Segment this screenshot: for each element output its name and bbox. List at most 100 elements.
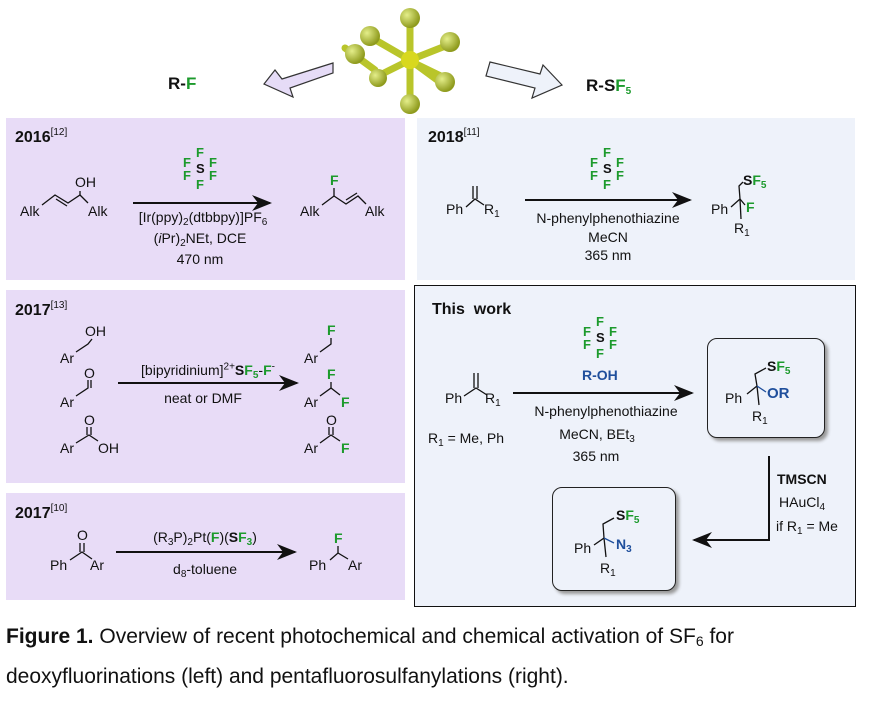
t: 2 xyxy=(180,238,186,249)
atom: Ar xyxy=(348,557,362,573)
t: 1 xyxy=(495,398,501,409)
t: 8 xyxy=(180,569,187,580)
year-2016: 2016[12] xyxy=(15,127,68,146)
t: S xyxy=(767,358,777,374)
atom: Alk xyxy=(88,203,108,219)
t: = Me, Ph xyxy=(443,430,504,446)
atom: Ar xyxy=(60,440,74,456)
atom: OH xyxy=(75,174,96,190)
azide-group: N3 xyxy=(616,536,632,555)
f: F xyxy=(590,168,598,183)
atom: R1 xyxy=(734,220,750,239)
reagent-tmscn: TMSCN xyxy=(777,471,827,487)
t: F xyxy=(238,529,247,545)
t: F xyxy=(625,507,634,523)
f: F xyxy=(596,314,604,329)
solvent: MeCN, BEt3 xyxy=(559,426,635,445)
f: F xyxy=(609,324,617,339)
label-sub: 5 xyxy=(625,86,632,97)
t: 5 xyxy=(252,370,259,381)
atom: Ar xyxy=(304,350,318,366)
atom: F xyxy=(334,530,343,546)
alkoxy-group: OR xyxy=(767,385,790,402)
t: - xyxy=(258,362,264,378)
t: ) xyxy=(252,529,257,545)
reagent: (R3P)2Pt(F)(SF3) xyxy=(153,529,257,548)
t: 4 xyxy=(819,502,826,513)
condition: if R1 = Me xyxy=(776,518,838,537)
t: 6 xyxy=(695,633,704,649)
sulfur-ball xyxy=(401,51,419,69)
f: F xyxy=(196,177,204,192)
s: S xyxy=(596,330,605,345)
catalyst: HAuCl4 xyxy=(779,494,826,513)
atom: F xyxy=(327,322,336,338)
atom: Ar xyxy=(90,557,104,573)
atom: Alk xyxy=(365,203,385,219)
s: S xyxy=(603,161,612,176)
figure-caption-line2: deoxyfluorinations (left) and pentafluor… xyxy=(6,665,569,688)
f: F xyxy=(583,324,591,339)
t: F xyxy=(263,362,272,378)
atom: Ar xyxy=(304,394,318,410)
atom: R1 xyxy=(484,201,500,220)
base-solvent: (iPr)2NEt, DCE xyxy=(153,230,247,249)
solvent: d8-toluene xyxy=(173,561,237,580)
catalyst: N-phenylphenothiazine xyxy=(534,403,678,419)
year-2017: 2017[13] xyxy=(15,300,68,319)
t: R xyxy=(734,220,745,236)
t: R xyxy=(484,201,495,217)
year: 2017 xyxy=(15,505,51,522)
t: 1 xyxy=(744,228,750,239)
t: -toluene xyxy=(186,561,237,577)
label-f: F xyxy=(615,76,626,95)
this-work-title: This work xyxy=(432,301,512,318)
atom: Alk xyxy=(20,203,40,219)
t: 5 xyxy=(760,180,767,191)
atom: OH xyxy=(85,323,106,339)
wavelength: 470 nm xyxy=(176,251,224,267)
t: R xyxy=(485,390,496,406)
t: F xyxy=(776,358,785,374)
solvent: MeCN xyxy=(588,229,628,245)
solvent: neat or DMF xyxy=(164,390,242,406)
atom: F xyxy=(327,366,336,382)
t: Pt( xyxy=(192,529,211,545)
t: S xyxy=(616,507,626,523)
t: F xyxy=(210,529,220,545)
caption-label: Figure 1. xyxy=(6,625,94,648)
fluorine-balls xyxy=(345,8,460,114)
product-box-azide xyxy=(552,487,676,591)
t: 2 xyxy=(183,217,189,228)
atom: O xyxy=(326,412,337,428)
atom: R1 xyxy=(485,390,501,409)
wavelength: 365 nm xyxy=(584,247,632,263)
t: S xyxy=(743,172,753,188)
t: 2 xyxy=(187,537,193,548)
reference: [13] xyxy=(50,300,68,311)
figure-caption-line1: Figure 1. Overview of recent photochemic… xyxy=(6,624,734,650)
t: 5 xyxy=(784,366,791,377)
reference: [12] xyxy=(50,127,68,138)
t: 1 xyxy=(797,526,803,537)
t: S xyxy=(234,362,245,378)
t: for xyxy=(703,625,734,648)
f: F xyxy=(590,155,598,170)
t: F xyxy=(752,172,761,188)
t: R xyxy=(428,430,439,446)
atom: Ar xyxy=(60,350,74,366)
reference: [10] xyxy=(50,503,68,514)
f: F xyxy=(183,168,191,183)
atom: F xyxy=(341,394,350,410)
panel-2017a xyxy=(6,290,405,483)
label-f: F xyxy=(185,74,197,93)
t: if R xyxy=(776,518,797,534)
atom: O xyxy=(77,527,88,543)
right-hollow-arrow xyxy=(485,61,564,100)
t: 1 xyxy=(762,416,768,427)
t: (dtbbpy)]PF xyxy=(188,209,262,225)
reagent: [bipyridinium]2+SF5-F- xyxy=(141,362,275,381)
t: ( xyxy=(153,230,159,246)
